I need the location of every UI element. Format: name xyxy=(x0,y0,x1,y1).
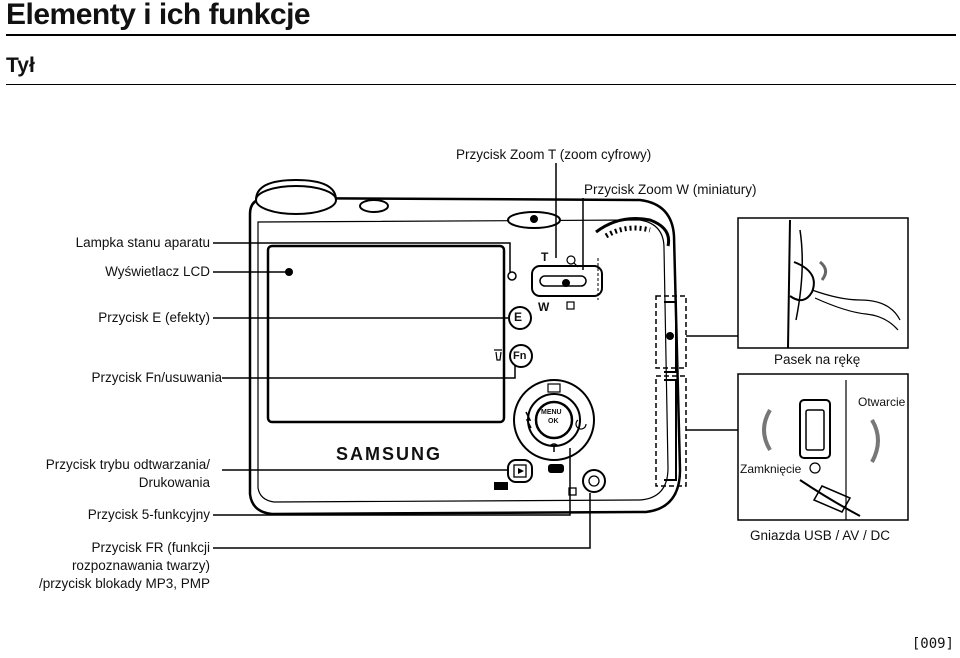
label-close: Zamknięcie xyxy=(740,462,802,476)
leader-lines xyxy=(213,163,738,549)
label-lcd: Wyświetlacz LCD xyxy=(105,264,210,279)
label-five-function: Przycisk 5-funkcyjny xyxy=(87,507,210,522)
label-fr-button-3: /przycisk blokady MP3, PMP xyxy=(38,576,210,591)
section-rule xyxy=(6,84,956,85)
trash-icon xyxy=(494,349,502,361)
zoom-w-mark: W xyxy=(538,300,550,314)
label-fr-button-1: Przycisk FR (funkcji xyxy=(91,540,210,555)
usb-inset xyxy=(737,373,909,521)
label-open: Otwarcie xyxy=(858,395,906,409)
print-icon xyxy=(494,478,508,490)
play-icon xyxy=(513,464,527,478)
label-sockets: Gniazda USB / AV / DC xyxy=(750,528,891,543)
strap-inset xyxy=(737,217,909,349)
page-number: [009] xyxy=(911,636,954,652)
fr-button xyxy=(582,469,606,493)
top-dial xyxy=(255,178,671,247)
section-title: Tył xyxy=(6,54,35,77)
lcd-screen xyxy=(266,244,506,424)
title-rule xyxy=(6,34,956,36)
five-function-pad xyxy=(513,379,595,461)
e-button-label: E xyxy=(514,310,523,324)
side-panel xyxy=(655,295,687,487)
label-play-button-1: Przycisk trybu odtwarzania/ xyxy=(45,457,210,472)
ok-button-label: OK xyxy=(548,418,559,425)
label-fn-button: Przycisk Fn/usuwania xyxy=(91,370,222,385)
label-status-lamp: Lampka stanu aparatu xyxy=(75,235,210,250)
label-play-button-2: Drukowania xyxy=(138,475,210,490)
menu-button-label: MENU xyxy=(541,409,562,416)
label-e-button: Przycisk E (efekty) xyxy=(98,310,210,325)
zoom-t-mark: T xyxy=(541,250,549,264)
zoom-rocker xyxy=(531,255,603,310)
page-title: Elementy i ich funkcje xyxy=(6,0,311,31)
lcd-marker xyxy=(285,268,293,276)
e-button xyxy=(508,306,532,330)
fn-button-label: Fn xyxy=(513,350,527,362)
brand-logo: SAMSUNG xyxy=(336,444,443,464)
label-fr-button-2: rozpoznawania twarzy) xyxy=(71,558,210,573)
label-zoom-w: Przycisk Zoom W (miniatury) xyxy=(584,182,757,197)
label-strap: Pasek na rękę xyxy=(774,352,861,367)
lock-icon xyxy=(568,487,577,496)
label-zoom-t: Przycisk Zoom T (zoom cyfrowy) xyxy=(456,147,652,162)
status-lamp xyxy=(507,271,517,281)
fn-button xyxy=(509,344,533,368)
